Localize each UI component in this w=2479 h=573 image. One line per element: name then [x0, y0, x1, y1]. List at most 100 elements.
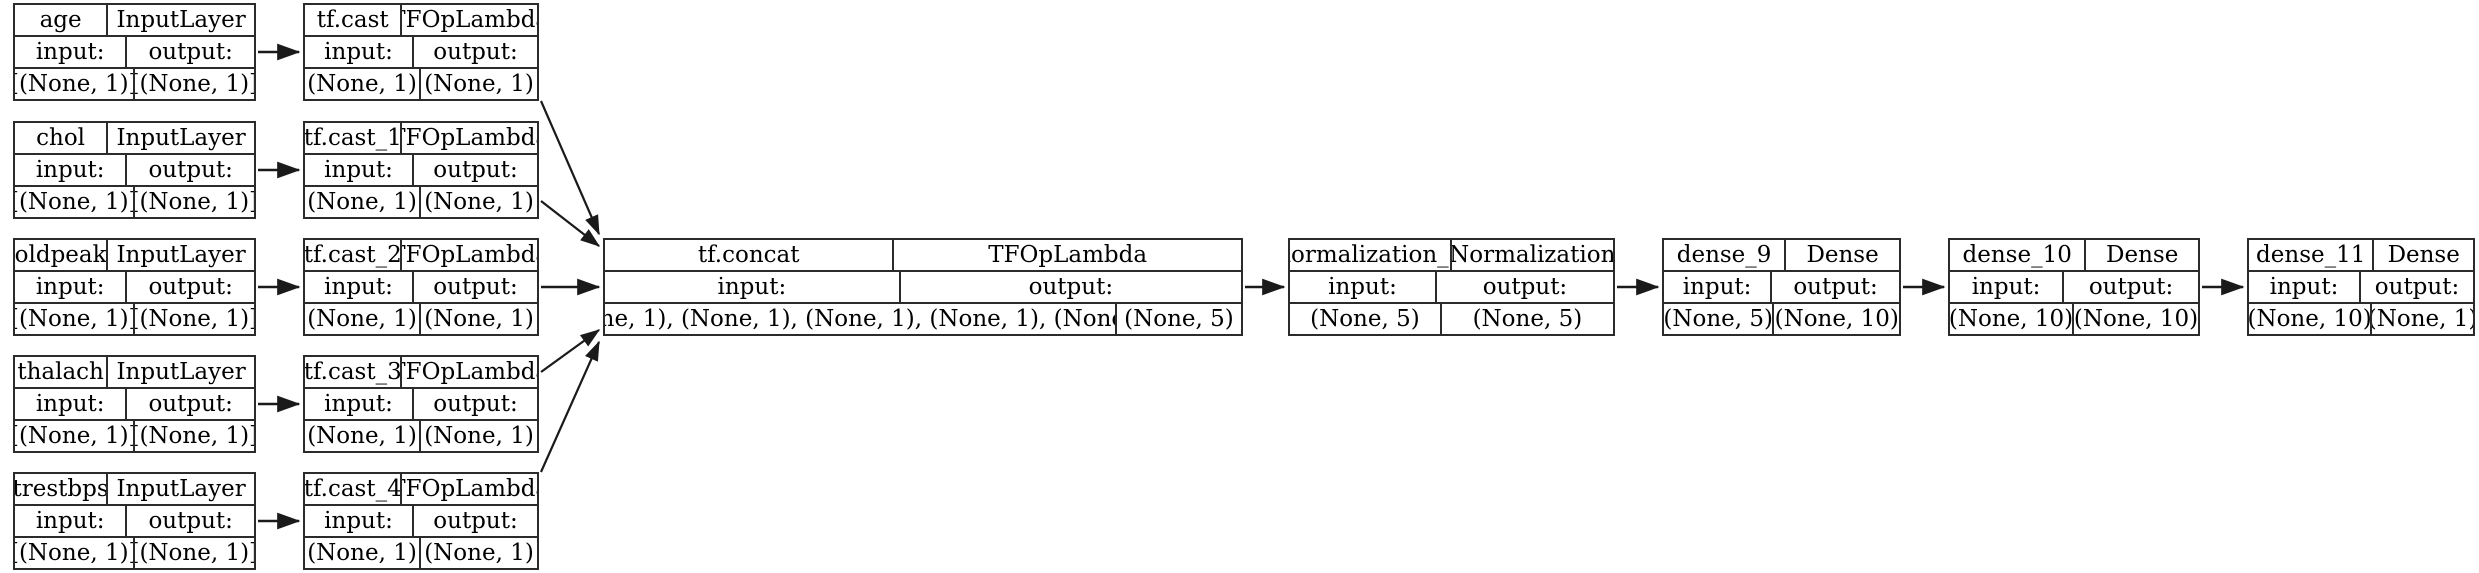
node-input-shape: (None, 10)	[2249, 304, 2373, 334]
node-shape-row: [(None, 1)][(None, 1)]	[15, 538, 254, 568]
node-layer-name: dense_11	[2249, 240, 2375, 270]
node-title-row: tf.cast_2TFOpLambda	[305, 240, 537, 272]
node-io-label-row: input: output:	[1950, 272, 2198, 304]
node-input-label: input:	[15, 272, 128, 302]
node-layer-name: tf.cast_4	[305, 474, 403, 504]
node-output-shape: [(None, 1)]	[134, 188, 255, 215]
node-output-label: output:	[148, 38, 233, 65]
node-shape-row: (None, 1)(None, 1)	[305, 538, 537, 568]
graph-node-normalization_2: normalization_2Normalizationinput:output…	[1288, 238, 1615, 336]
node-input-label: input:	[305, 37, 415, 67]
node-input-label: input:	[305, 155, 415, 185]
node-title-row: tf.castTFOpLambda	[305, 5, 537, 37]
node-input-shape: (None, 1)	[305, 304, 421, 334]
node-title-row: thalach InputLayer	[15, 357, 254, 389]
node-shape-row: [(None, 1)][(None, 1)]	[15, 304, 254, 334]
graph-node-oldpeak: oldpeak InputLayer input: output: [(None, 1)…	[13, 238, 256, 336]
node-output-shape: [(None, 1)]	[134, 539, 255, 566]
node-layer-name: chol	[15, 123, 109, 153]
node-shape-row: [(None, 1)][(None, 1)]	[15, 69, 254, 99]
node-input-label: input:	[15, 389, 128, 419]
edge-cast1-to-concat	[540, 200, 601, 247]
edge-cast-to-concat	[539, 100, 601, 236]
node-input-label: input:	[605, 272, 901, 302]
node-io-label-row: input:output:	[15, 389, 254, 421]
node-layer-type: TFOpLambda	[402, 358, 537, 385]
node-output-label: output:	[433, 507, 518, 534]
node-io-label-row: input: output:	[305, 272, 537, 304]
node-io-label-row: input: output:	[15, 155, 254, 187]
graph-node-tfconcat: tf.concatTFOpLambdainput:output:[(None, …	[603, 238, 1243, 336]
node-layer-type: InputLayer	[116, 475, 246, 502]
node-input-label: input:	[2249, 272, 2361, 302]
node-output-shape: (None, 5)	[1472, 305, 1583, 332]
node-title-row: oldpeak InputLayer	[15, 240, 254, 272]
node-shape-row: (None, 1)(None, 1)	[305, 187, 537, 217]
node-io-label-row: input:output:	[305, 389, 537, 421]
node-input-label: input:	[1950, 272, 2065, 302]
node-input-label: input:	[305, 272, 415, 302]
node-input-label: input:	[15, 155, 128, 185]
node-layer-name: dense_9	[1664, 240, 1787, 270]
node-output-label: output:	[2088, 273, 2174, 300]
node-input-shape: (None, 1)	[305, 538, 421, 568]
node-input-label: input:	[15, 37, 128, 67]
node-input-label: input:	[15, 506, 128, 536]
node-output-label: output:	[433, 273, 518, 300]
node-io-label-row: input: output:	[15, 37, 254, 69]
node-layer-type: TFOpLambda	[988, 241, 1148, 268]
node-shape-row: [(None, 1), (None, 1), (None, 1), (None,…	[605, 304, 1241, 334]
node-layer-name: normalization_2	[1290, 240, 1452, 270]
node-output-shape: (None, 1)	[424, 422, 534, 449]
node-layer-name: age	[15, 5, 109, 35]
node-input-label: input:	[1664, 272, 1773, 302]
node-output-shape: (None, 1)	[424, 539, 534, 566]
node-shape-row: (None, 1)(None, 1)	[305, 304, 537, 334]
node-output-label: output:	[1793, 273, 1878, 300]
node-layer-type: InputLayer	[116, 124, 246, 151]
node-io-label-row: input: output:	[1664, 272, 1899, 304]
node-input-shape: (None, 10)	[1950, 304, 2074, 334]
graph-node-tfcast: tf.castTFOpLambdainput:output:(None, 1)(…	[303, 3, 539, 101]
node-input-shape: (None, 5)	[1290, 304, 1442, 334]
node-layer-name: trestbps	[15, 474, 109, 504]
node-output-shape: (None, 5)	[1124, 305, 1234, 332]
node-io-label-row: input: output:	[2249, 272, 2473, 304]
node-layer-name: dense_10	[1950, 240, 2087, 270]
node-title-row: tf.cast_3TFOpLambda	[305, 357, 537, 389]
node-output-label: output:	[148, 273, 233, 300]
edge-cast4-to-concat	[539, 340, 601, 473]
node-title-row: age InputLayer	[15, 5, 254, 37]
node-input-label: input:	[305, 389, 415, 419]
node-layer-type: InputLayer	[116, 241, 246, 268]
node-io-label-row: input: output:	[605, 272, 1241, 304]
node-layer-type: InputLayer	[116, 6, 246, 33]
node-layer-name: oldpeak	[15, 240, 109, 270]
node-output-label: output:	[2374, 273, 2460, 300]
node-output-label: output:	[148, 156, 233, 183]
node-output-label: output:	[433, 156, 518, 183]
node-layer-type: InputLayer	[116, 358, 246, 385]
edge-cast3-to-concat	[540, 329, 601, 373]
node-input-shape: [(None, 1)]	[15, 69, 135, 99]
node-output-shape: (None, 1)	[424, 188, 534, 215]
node-input-shape: [(None, 1)]	[15, 187, 135, 217]
node-output-label: output:	[433, 38, 518, 65]
node-output-label: output:	[1482, 273, 1568, 300]
node-output-label: output:	[1028, 273, 1114, 300]
node-layer-name: thalach	[15, 357, 109, 387]
graph-node-chol: chol InputLayer input: output: [(None, 1)][(…	[13, 121, 256, 219]
graph-node-tfcast4: tf.cast_4TFOpLambdainput:output:(None, 1…	[303, 472, 539, 570]
node-layer-type: TFOpLambda	[402, 6, 537, 33]
node-title-row: trestbps InputLayer	[15, 474, 254, 506]
node-layer-type: TFOpLambda	[402, 124, 537, 151]
node-input-shape: (None, 1)	[305, 421, 421, 451]
node-layer-name: tf.cast_2	[305, 240, 403, 270]
node-io-label-row: input:output:	[305, 506, 537, 538]
node-io-label-row: input:output:	[1290, 272, 1613, 304]
